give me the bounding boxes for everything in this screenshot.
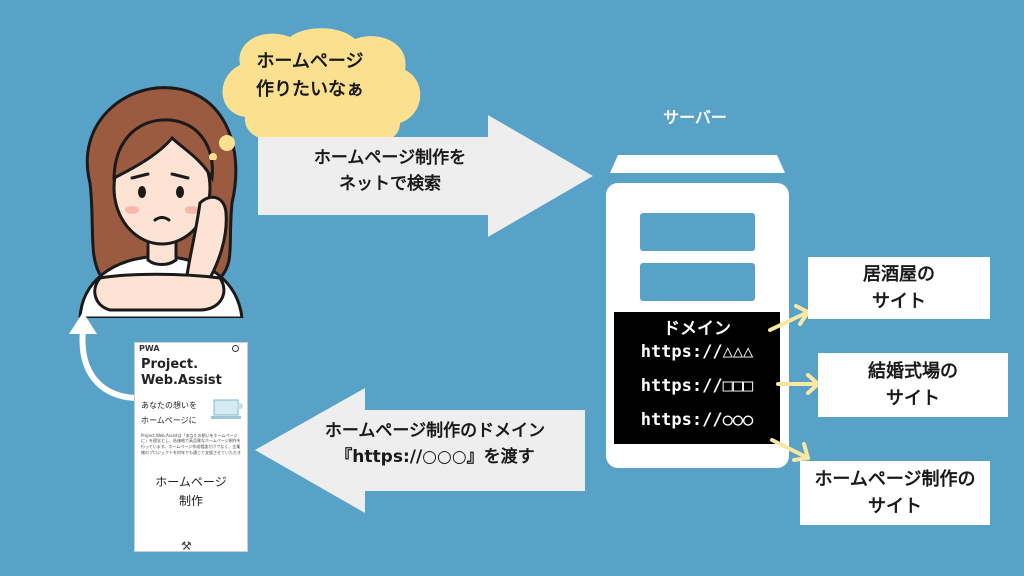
thought-bubble-shape: [209, 28, 421, 160]
return-arrow-line2: 『https://○○○』を渡す: [335, 447, 535, 468]
phone-brand: Project. Web.Assist: [135, 357, 247, 388]
site-box-homepage: ホームページ制作の サイト: [800, 461, 990, 525]
domain-item-square: https://□□□: [640, 376, 754, 396]
phone-logo: PWA: [139, 344, 160, 353]
woman-illustration: [78, 86, 244, 318]
tools-icon: ⚒: [181, 539, 192, 552]
site-izakaya-line1: 居酒屋の: [863, 264, 935, 285]
phone-header: PWA: [135, 343, 247, 357]
search-icon: [232, 345, 239, 352]
thought-bubble-line2: 作りたいなぁ: [256, 78, 364, 100]
domain-label: ドメイン: [663, 319, 731, 339]
site-wedding-line1: 結婚式場の: [868, 361, 958, 382]
site-wedding-line2: サイト: [886, 388, 940, 409]
server-title: サーバー: [663, 108, 727, 127]
return-arrow-line1: ホームページ制作のドメイン: [324, 421, 546, 441]
laptop-illustration-icon: [211, 399, 243, 420]
phone-service-line1: ホームページ: [155, 474, 227, 489]
phone-hero-line2: ホームページに: [141, 416, 197, 426]
site-box-izakaya: 居酒屋の サイト: [808, 257, 990, 319]
domain-item-triangle: https://△△△: [640, 342, 754, 362]
phone-body-text: Project.Web.Assistは「あなたの想いをホームページに」を理念とし…: [141, 432, 241, 457]
curved-return-arrow: [69, 312, 138, 401]
thought-bubble-line1: ホームページ: [256, 51, 364, 72]
phone-hero: あなたの想いを ホームページに: [135, 388, 247, 428]
phone-service: ホームページ 制作: [135, 473, 247, 511]
return-arrow-text: ホームページ制作のドメイン 『https://○○○』を渡す: [290, 418, 580, 471]
site-izakaya-line2: サイト: [872, 291, 926, 312]
search-arrow-text: ホームページ制作を ネットで検索: [270, 145, 510, 198]
search-arrow-line1: ホームページ制作を: [313, 148, 467, 168]
phone-brand-line1: Project.: [141, 357, 199, 372]
domain-item-circle: https://○○○: [640, 410, 754, 430]
phone-website-mockup: PWA Project. Web.Assist あなたの想いを ホームページに …: [134, 342, 248, 552]
phone-service-line2: 制作: [178, 493, 203, 508]
domain-panel: ドメイン https://△△△ https://□□□ https://○○○: [614, 312, 780, 444]
return-arrow: [255, 388, 585, 513]
thought-bubble-text: ホームページ 作りたいなぁ: [220, 48, 400, 104]
search-arrow-line2: ネットで検索: [339, 174, 441, 195]
phone-brand-line2: Web.Assist: [141, 372, 222, 388]
site-homepage-line1: ホームページ制作の: [814, 469, 976, 490]
search-arrow: [258, 115, 593, 237]
site-box-wedding: 結婚式場の サイト: [818, 353, 1008, 417]
site-homepage-line2: サイト: [867, 496, 922, 517]
phone-hero-line1: あなたの想いを: [141, 401, 197, 411]
